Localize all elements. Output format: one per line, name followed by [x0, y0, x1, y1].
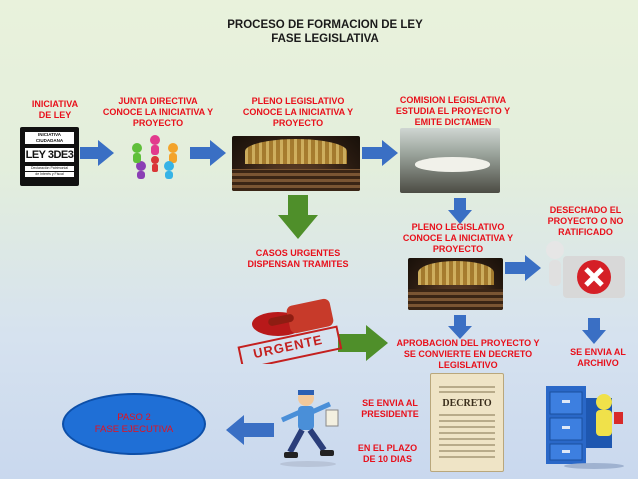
arrow-right-icon	[505, 255, 541, 281]
arrow-left-icon	[226, 415, 274, 445]
label-plazo: EN EL PLAZO DE 10 DIAS	[357, 443, 418, 464]
decree-document-image: DECRETO	[430, 373, 504, 472]
people-circle-icon	[132, 135, 178, 179]
arrow-down-icon	[582, 318, 606, 344]
label-pleno-legislativo-2: PLENO LEGISLATIVO CONOCE LA INICIATIVA Y…	[402, 222, 514, 254]
title-line-1: PROCESO DE FORMACION DE LEY	[227, 19, 423, 31]
ley-3de3-logo: INICIATIVA CIUDADANA LEY 3DE3 Declaració…	[20, 127, 79, 186]
label-aprobacion: APROBACION DEL PROYECTO Y SE CONVIERTE E…	[396, 338, 540, 370]
label-pleno-legislativo-1: PLENO LEGISLATIVO CONOCE LA INICIATIVA Y…	[242, 96, 354, 128]
arrow-right-icon	[190, 140, 226, 166]
label-comision-legislativa: COMISION LEGISLATIVA ESTUDIA EL PROYECTO…	[395, 95, 511, 127]
legislative-hall-image-1	[232, 136, 360, 191]
urgente-stamp-icon	[237, 298, 343, 364]
page-title: PROCESO DE FORMACION DE LEY FASE LEGISLA…	[180, 18, 470, 46]
label-casos-urgentes: CASOS URGENTES DISPENSAN TRAMITES	[247, 248, 349, 269]
label-desechado: DESECHADO EL PROYECTO O NO RATIFICADO	[547, 205, 624, 237]
label-archivo: SE ENVIA AL ARCHIVO	[570, 347, 626, 368]
fase-ejecutiva-label: FASE EJECUTIVA	[94, 424, 174, 435]
rejected-x-icon	[546, 241, 625, 298]
arrow-down-icon	[448, 315, 472, 339]
arrow-down-green-icon	[278, 195, 318, 239]
arrow-down-icon	[448, 198, 472, 224]
commission-meeting-image	[400, 128, 500, 193]
filing-cabinet-icon	[546, 386, 624, 469]
paso-2-oval: PASO 2 FASE EJECUTIVA	[62, 393, 206, 455]
arrow-right-green-icon	[338, 325, 388, 361]
title-line-2: FASE LEGISLATIVA	[271, 33, 379, 45]
arrow-right-icon	[80, 140, 114, 166]
legislative-hall-image-2	[408, 258, 503, 310]
paso-2-label: PASO 2	[117, 412, 151, 423]
messenger-running-icon	[280, 390, 339, 467]
label-junta-directiva: JUNTA DIRECTIVA CONOCE LA INICIATIVA Y P…	[102, 96, 214, 128]
label-presidente: SE ENVIA AL PRESIDENTE	[361, 398, 419, 419]
arrow-right-icon	[362, 140, 398, 166]
label-iniciativa: INICIATIVA DE LEY	[31, 99, 79, 120]
